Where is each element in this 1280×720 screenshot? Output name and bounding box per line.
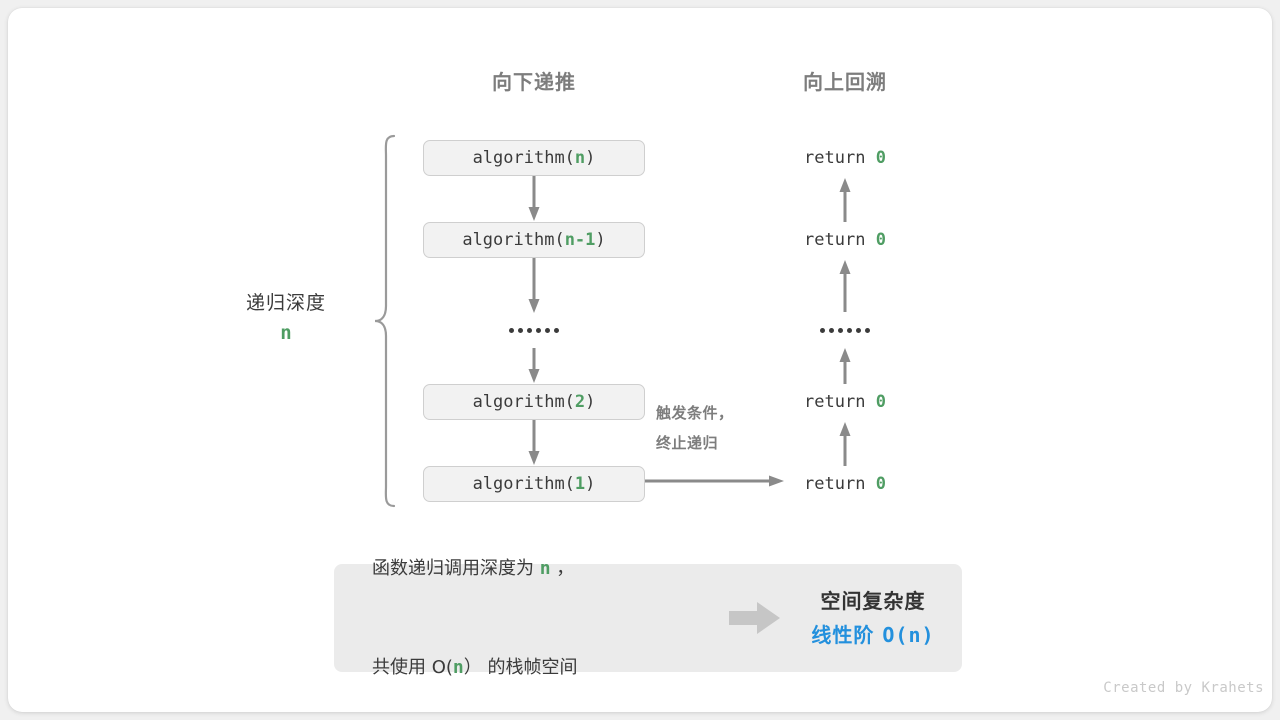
return-value: 0 <box>875 230 886 250</box>
complexity-order-name: 线性阶 <box>811 623 883 647</box>
call-box-suffix: ) <box>585 148 596 168</box>
down-arrow-icon <box>526 348 542 384</box>
call-box-prefix: algorithm( <box>472 474 575 494</box>
summary-description: 函数递归调用深度为 n ， 共使用 O(n） 的栈帧空间 <box>334 486 712 712</box>
call-box-1: algorithm(1) <box>423 466 645 502</box>
space-complexity-title: 空间复杂度 <box>820 589 926 613</box>
depth-brace <box>372 134 398 508</box>
call-box-arg: n-1 <box>564 230 596 250</box>
return-row-second: return 0 <box>734 222 956 258</box>
ellipsis-dots-right <box>734 312 956 348</box>
summary-line2-a: 共使用 O( <box>372 657 453 678</box>
return-value: 0 <box>875 474 886 494</box>
up-arrow-icon <box>837 422 853 466</box>
return-keyword: return <box>804 230 876 250</box>
termination-note: 触发条件， 终止递归 <box>656 398 786 458</box>
summary-line1-var: n <box>539 558 551 579</box>
call-box-prefix: algorithm( <box>462 230 565 250</box>
block-right-arrow-icon <box>712 601 798 635</box>
call-box-2: algorithm(2) <box>423 384 645 420</box>
summary-line-2: 共使用 O(n） 的栈帧空间 <box>372 651 712 684</box>
ellipsis-dots-left <box>423 312 645 348</box>
summary-panel: 函数递归调用深度为 n ， 共使用 O(n） 的栈帧空间 空间复杂度 线性阶 O… <box>334 558 962 678</box>
summary-line-1: 函数递归调用深度为 n ， <box>372 552 712 585</box>
recursion-depth-value: n <box>280 322 292 344</box>
return-value: 0 <box>875 148 886 168</box>
footer-credit: Created by Krahets <box>1103 680 1264 696</box>
column-header-ascend: 向上回溯 <box>803 70 887 94</box>
right-arrow-icon <box>645 474 785 488</box>
termination-note-line1: 触发条件， <box>656 404 734 422</box>
call-box-suffix: ) <box>585 392 596 412</box>
diagram-card: 向下递推 向上回溯 algorithm(n) algorithm(n-1) al… <box>8 8 1272 712</box>
summary-line1-c: ， <box>550 558 575 579</box>
call-box-suffix: ) <box>595 230 606 250</box>
call-box-n-minus-1: algorithm(n-1) <box>423 222 645 258</box>
down-arrow-icon <box>526 176 542 222</box>
summary-conclusion: 空间复杂度 线性阶 O(n) <box>798 584 962 652</box>
call-box-prefix: algorithm( <box>472 148 575 168</box>
return-keyword: return <box>804 474 876 494</box>
summary-line2-c: ） 的栈帧空间 <box>463 657 578 678</box>
termination-note-line2: 终止递归 <box>656 434 719 452</box>
call-box-arg: 1 <box>574 474 586 494</box>
space-complexity-value: 线性阶 O(n) <box>798 618 948 652</box>
call-box-suffix: ) <box>585 474 596 494</box>
return-row-third: return 0 <box>734 384 956 420</box>
recursion-depth-text: 递归深度 <box>245 292 326 314</box>
return-row-top: return 0 <box>734 140 956 176</box>
up-arrow-icon <box>837 178 853 222</box>
return-keyword: return <box>804 392 876 412</box>
call-box-prefix: algorithm( <box>472 392 575 412</box>
up-arrow-icon <box>837 260 853 312</box>
call-box-arg: n <box>574 148 586 168</box>
call-box-n: algorithm(n) <box>423 140 645 176</box>
call-box-arg: 2 <box>574 392 586 412</box>
up-arrow-icon <box>837 348 853 384</box>
down-arrow-icon <box>526 258 542 314</box>
return-row-bottom: return 0 <box>734 466 956 502</box>
complexity-notation: O(n) <box>882 623 935 647</box>
summary-line1-a: 函数递归调用深度为 <box>372 558 540 579</box>
summary-line2-var: n <box>452 657 464 678</box>
return-value: 0 <box>875 392 886 412</box>
column-header-descend: 向下递推 <box>492 70 576 94</box>
recursion-depth-label: 递归深度 n <box>206 288 366 348</box>
return-keyword: return <box>804 148 876 168</box>
down-arrow-icon <box>526 420 542 466</box>
